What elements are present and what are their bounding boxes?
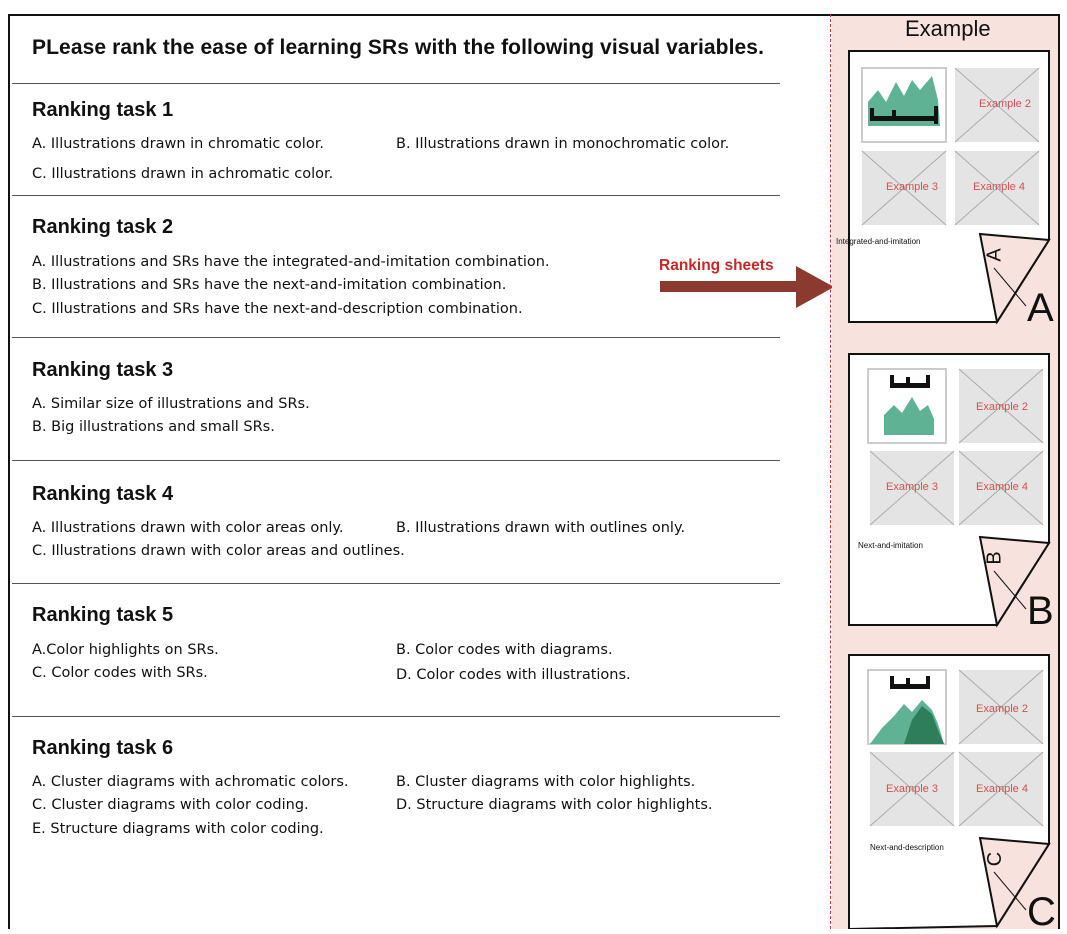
task-5-option-c: C. Color codes with SRs. xyxy=(32,665,208,681)
task-4-option-b: B. Illustrations drawn with outlines onl… xyxy=(396,520,686,536)
example-3-label: Example 3 xyxy=(886,783,938,795)
example-2-label: Example 2 xyxy=(979,98,1031,110)
ranking-sheets-label: Ranking sheets xyxy=(659,257,774,274)
task-4-heading: Ranking task 4 xyxy=(32,483,174,505)
sheet-letter: A xyxy=(1027,286,1054,330)
task-2-option-c: C. Illustrations and SRs have the next-a… xyxy=(32,301,523,317)
example-4-label: Example 4 xyxy=(976,481,1028,493)
divider xyxy=(12,583,780,584)
sheet-caption: Integrated-and-imitation xyxy=(836,237,921,246)
sheet-letter-small: A xyxy=(983,248,1006,262)
task-3-option-a: A. Similar size of illustrations and SRs… xyxy=(32,396,310,412)
example-3-label: Example 3 xyxy=(886,181,938,193)
task-6-option-b: B. Cluster diagrams with color highlight… xyxy=(396,774,696,790)
sheet-letter: B xyxy=(1027,589,1054,633)
ranking-sheet-c: Example 2 Example 3 Example 4 Next-and-d… xyxy=(848,654,1062,934)
sheet-letter-small: C xyxy=(984,851,1007,867)
task-4-option-a: A. Illustrations drawn with color areas … xyxy=(32,520,344,536)
sheet-letter-small: B xyxy=(983,551,1006,565)
ranking-sheet-a: Example 2 Example 3 Example 4 Integrated… xyxy=(836,50,1062,330)
task-5-option-d: D. Color codes with illustrations. xyxy=(396,667,631,683)
page-title: PLease rank the ease of learning SRs wit… xyxy=(32,36,765,59)
sheet-caption: Next-and-imitation xyxy=(858,541,923,550)
task-3-heading: Ranking task 3 xyxy=(32,359,174,381)
task-2-heading: Ranking task 2 xyxy=(32,216,174,238)
example-title: Example xyxy=(905,16,991,41)
task-5-heading: Ranking task 5 xyxy=(32,604,174,626)
task-6-option-a: A. Cluster diagrams with achromatic colo… xyxy=(32,774,349,790)
task-1-option-c: C. Illustrations drawn in achromatic col… xyxy=(32,166,334,182)
task-3-option-b: B. Big illustrations and small SRs. xyxy=(32,419,275,435)
task-6-heading: Ranking task 6 xyxy=(32,737,174,759)
sheet-caption: Next-and-description xyxy=(870,843,944,852)
task-5-option-a: A.Color highlights on SRs. xyxy=(32,642,219,658)
ranking-tasks-panel: PLease rank the ease of learning SRs wit… xyxy=(12,14,830,929)
example-2-label: Example 2 xyxy=(976,401,1028,413)
divider xyxy=(12,460,780,461)
divider xyxy=(12,195,780,196)
task-6-option-c: C. Cluster diagrams with color coding. xyxy=(32,797,309,813)
example-3-label: Example 3 xyxy=(886,481,938,493)
page-frame xyxy=(8,14,1060,929)
ranking-sheet-b: Example 2 Example 3 Example 4 Next-and-i… xyxy=(848,353,1062,633)
task-2-option-a: A. Illustrations and SRs have the integr… xyxy=(32,254,550,270)
divider xyxy=(12,337,780,338)
task-1-heading: Ranking task 1 xyxy=(32,99,174,121)
example-4-label: Example 4 xyxy=(976,783,1028,795)
task-6-option-e: E. Structure diagrams with color coding. xyxy=(32,821,324,837)
task-5-option-b: B. Color codes with diagrams. xyxy=(396,642,613,658)
example-4-label: Example 4 xyxy=(973,181,1025,193)
divider xyxy=(12,716,780,717)
task-2-option-b: B. Illustrations and SRs have the next-a… xyxy=(32,277,507,293)
arrow-right-icon xyxy=(660,266,834,308)
task-4-option-c: C. Illustrations drawn with color areas … xyxy=(32,543,405,559)
divider xyxy=(12,83,780,84)
task-1-option-b: B. Illustrations drawn in monochromatic … xyxy=(396,136,730,152)
dashed-divider xyxy=(830,14,831,929)
example-2-label: Example 2 xyxy=(976,703,1028,715)
task-1-option-a: A. Illustrations drawn in chromatic colo… xyxy=(32,136,324,152)
sheet-letter: C xyxy=(1027,890,1056,934)
task-6-option-d: D. Structure diagrams with color highlig… xyxy=(396,797,713,813)
